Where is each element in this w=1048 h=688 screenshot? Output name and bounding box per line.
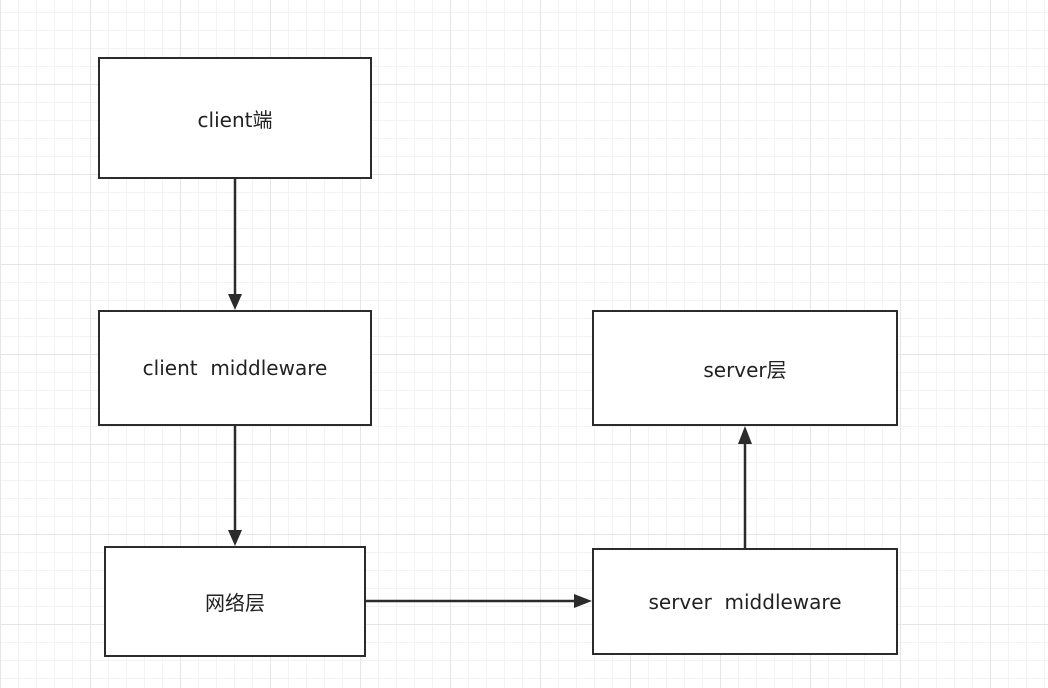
- node-server-middleware[interactable]: server middleware: [592, 548, 898, 655]
- node-client-middleware[interactable]: client middleware: [98, 310, 372, 426]
- node-server-layer[interactable]: server层: [592, 310, 898, 426]
- node-client[interactable]: client端: [98, 57, 372, 179]
- node-network-layer[interactable]: 网络层: [104, 546, 366, 657]
- arrowhead-server-middleware: [574, 594, 592, 608]
- arrowhead-server: [738, 426, 752, 444]
- arrowhead-client-middleware: [228, 294, 242, 310]
- arrowhead-network: [228, 530, 242, 546]
